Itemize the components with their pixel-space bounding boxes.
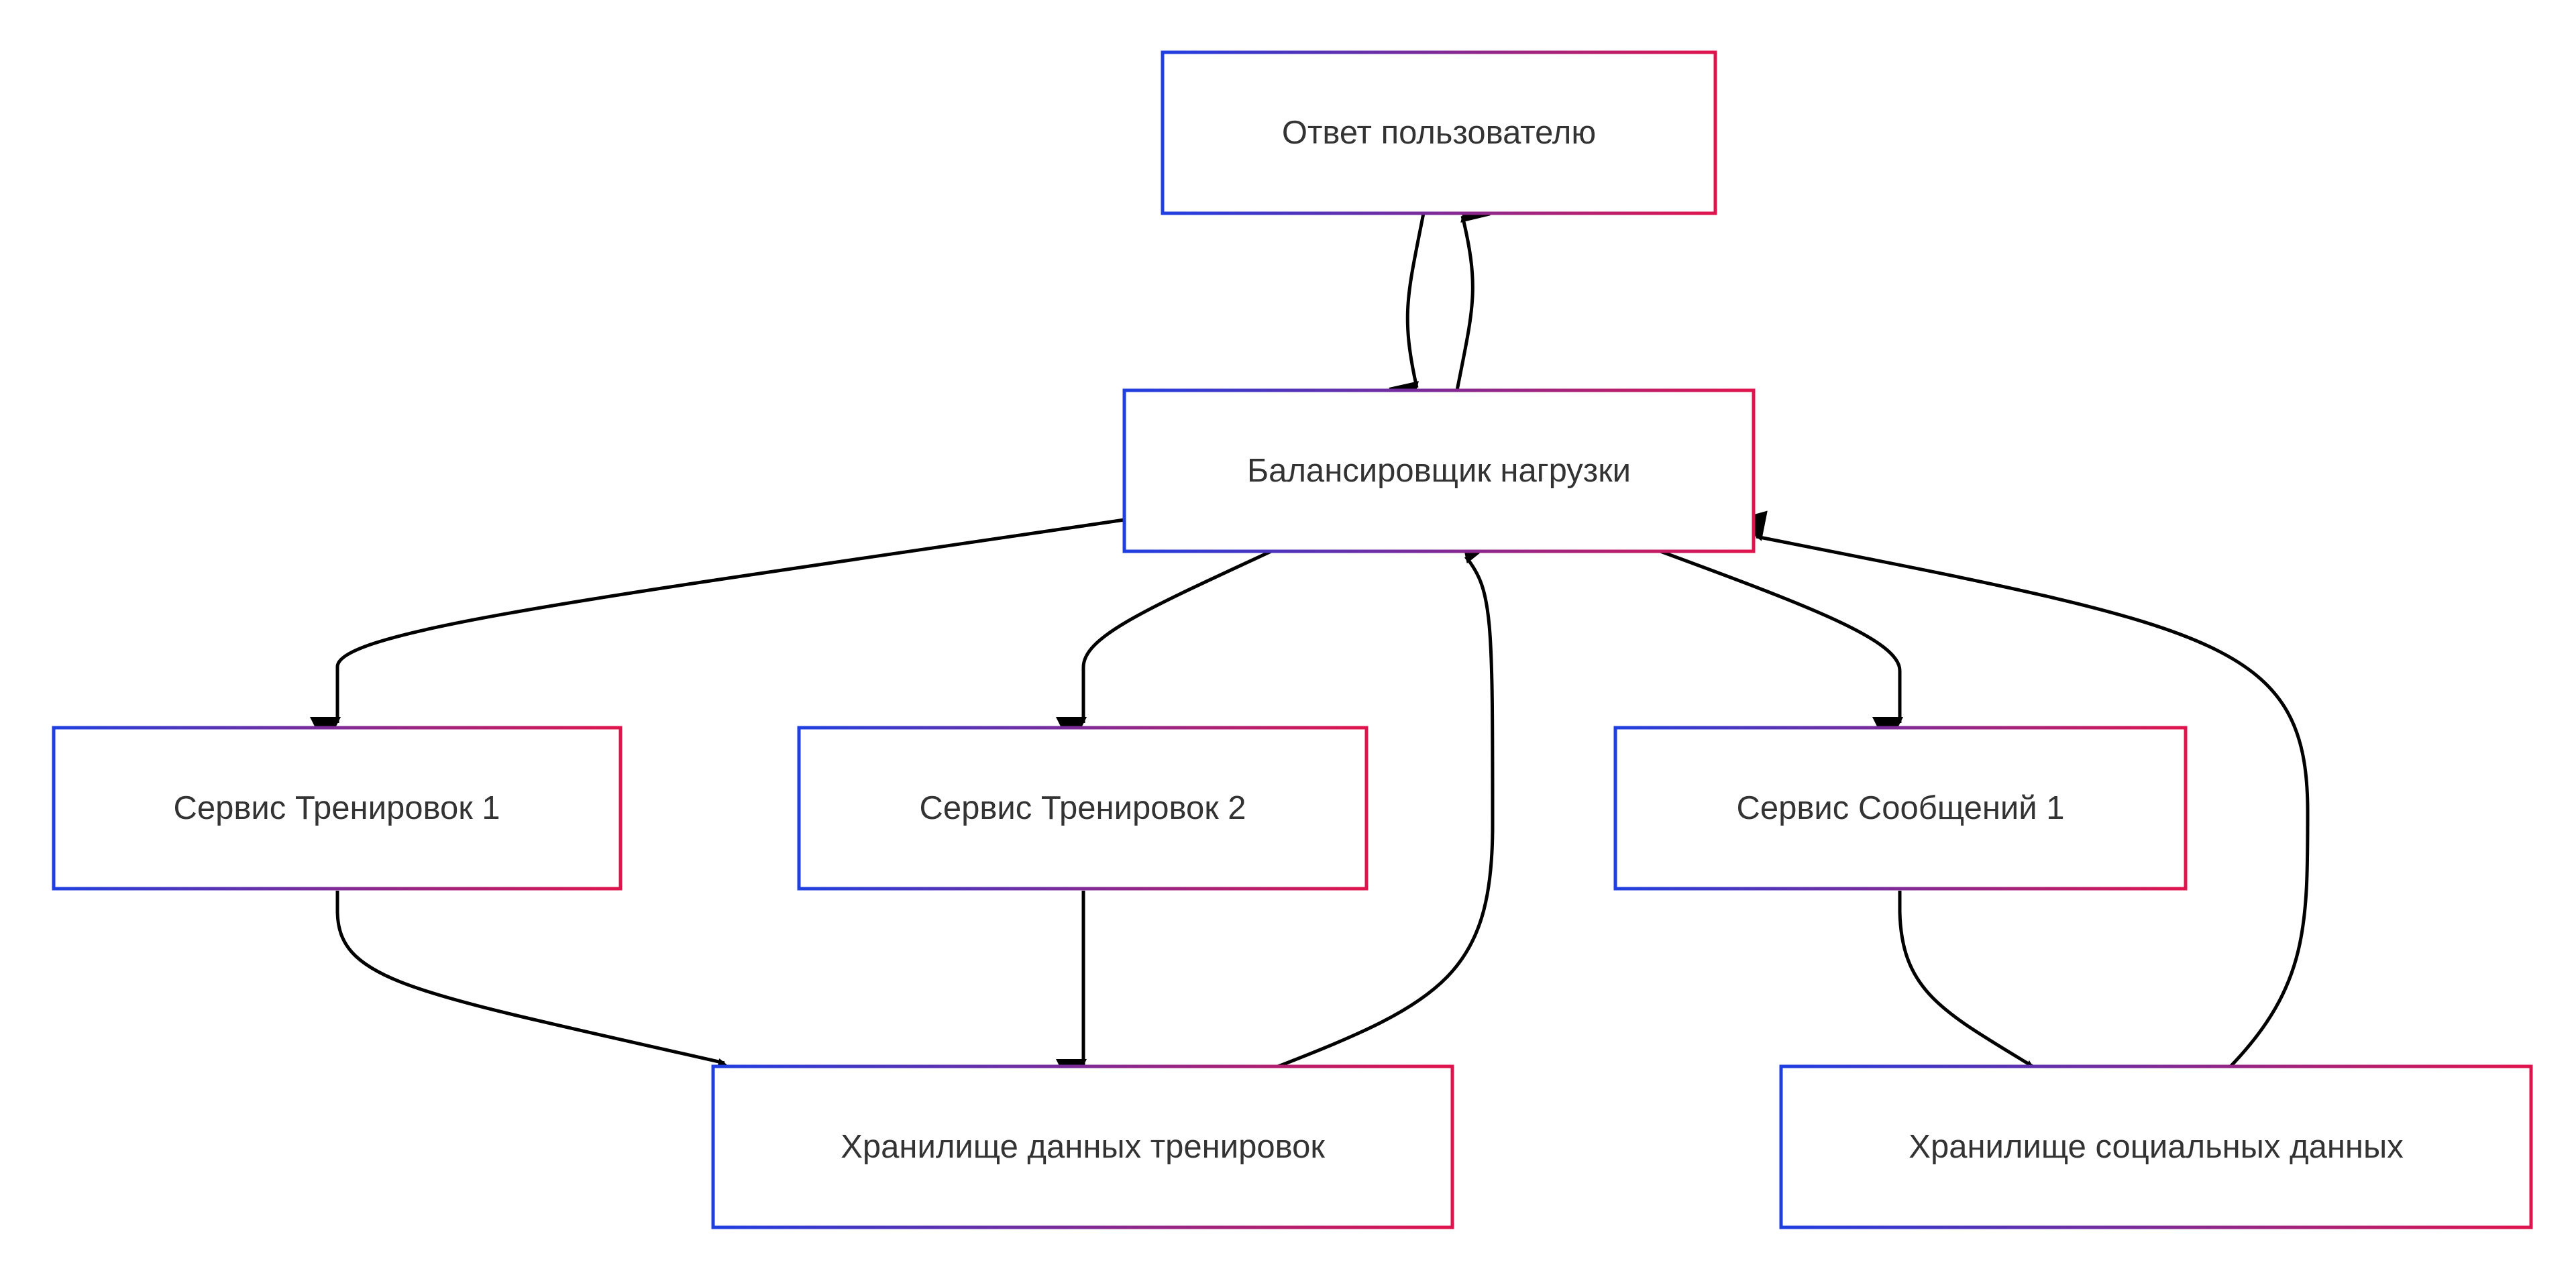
edges: [310, 188, 2310, 1090]
node-box: [1613, 726, 2188, 891]
edge-load-balancer-to-message-service-1: [1660, 549, 1903, 748]
node-label: Сервис Сообщений 1: [1736, 790, 2064, 826]
nodes: Ответ пользователю Балансировщик нагрузк…: [52, 50, 2533, 1229]
node-box: [1779, 1064, 2533, 1229]
node-box: [52, 726, 623, 891]
node-box: [797, 726, 1368, 891]
node-label: Балансировщик нагрузки: [1247, 453, 1631, 489]
node-label: Хранилище социальных данных: [1909, 1129, 2403, 1165]
node-box: [1161, 50, 1717, 215]
node-label: Сервис Тренировок 1: [173, 790, 500, 826]
edge-load-balancer-to-training-service-2: [1056, 549, 1273, 748]
edge-social-data-store-to-load-balancer: [1734, 510, 2310, 1068]
node-training-service-1: Сервис Тренировок 1: [52, 726, 623, 891]
node-training-data-store: Хранилище данных тренировок: [711, 1064, 1454, 1229]
edge-load-balancer-to-user-response: [1455, 188, 1491, 391]
node-user-response: Ответ пользователю: [1161, 50, 1717, 215]
node-training-service-2: Сервис Тренировок 2: [797, 726, 1368, 891]
edge-load-balancer-to-training-service-1: [310, 518, 1125, 748]
edge-training-service-1-to-training-data-store: [335, 891, 747, 1089]
node-box: [711, 1064, 1454, 1229]
node-load-balancer: Балансировщик нагрузки: [1122, 388, 1756, 553]
edge-message-service-1-to-social-data-store: [1898, 891, 2048, 1090]
node-social-data-store: Хранилище социальных данных: [1779, 1064, 2533, 1229]
edge-user-response-to-load-balancer: [1389, 213, 1426, 415]
node-label: Ответ пользователю: [1282, 115, 1596, 151]
node-box: [1122, 388, 1756, 553]
node-label: Сервис Тренировок 2: [919, 790, 1246, 826]
node-label: Хранилище данных тренировок: [841, 1129, 1325, 1165]
edge-training-data-store-to-load-balancer: [1277, 529, 1495, 1068]
node-message-service-1: Сервис Сообщений 1: [1613, 726, 2188, 891]
